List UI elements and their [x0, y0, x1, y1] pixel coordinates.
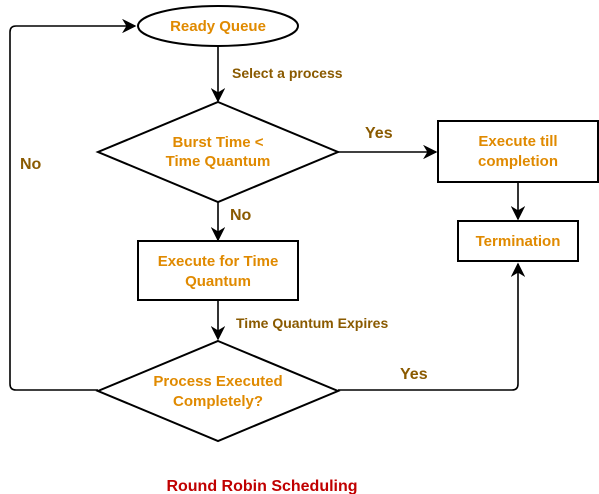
execute-till-completion-line2: completion — [478, 153, 558, 170]
label-completed-yes: Yes — [400, 366, 428, 383]
execute-for-quantum-line2: Quantum — [185, 273, 251, 290]
label-select-process: Select a process — [232, 65, 343, 81]
edge-completed-yes — [338, 262, 526, 391]
node-burst-decision: Burst Time < Time Quantum — [95, 100, 341, 204]
node-termination: Termination — [457, 220, 579, 262]
node-completed-decision: Process Executed Completely? — [95, 339, 341, 443]
label-burst-no: No — [230, 207, 252, 224]
diagram-caption: Round Robin Scheduling — [166, 478, 357, 494]
edge-completed-no — [9, 18, 137, 391]
label-quantum-expires: Time Quantum Expires — [236, 315, 388, 331]
termination-label: Termination — [476, 233, 561, 250]
label-completed-no: No — [20, 156, 42, 173]
label-burst-yes: Yes — [365, 125, 393, 142]
completed-decision-line1: Process Executed — [153, 373, 282, 390]
ready-queue-label: Ready Queue — [170, 18, 266, 35]
burst-decision-line1: Burst Time < — [172, 134, 263, 151]
node-execute-till-completion: Execute till completion — [437, 120, 599, 183]
burst-decision-line2: Time Quantum — [166, 153, 271, 170]
node-execute-for-quantum: Execute for Time Quantum — [137, 240, 299, 301]
completed-decision-line2: Completely? — [173, 393, 263, 410]
node-ready-queue: Ready Queue — [137, 5, 299, 47]
execute-till-completion-line1: Execute till — [478, 133, 557, 150]
execute-for-quantum-line1: Execute for Time — [158, 253, 279, 270]
